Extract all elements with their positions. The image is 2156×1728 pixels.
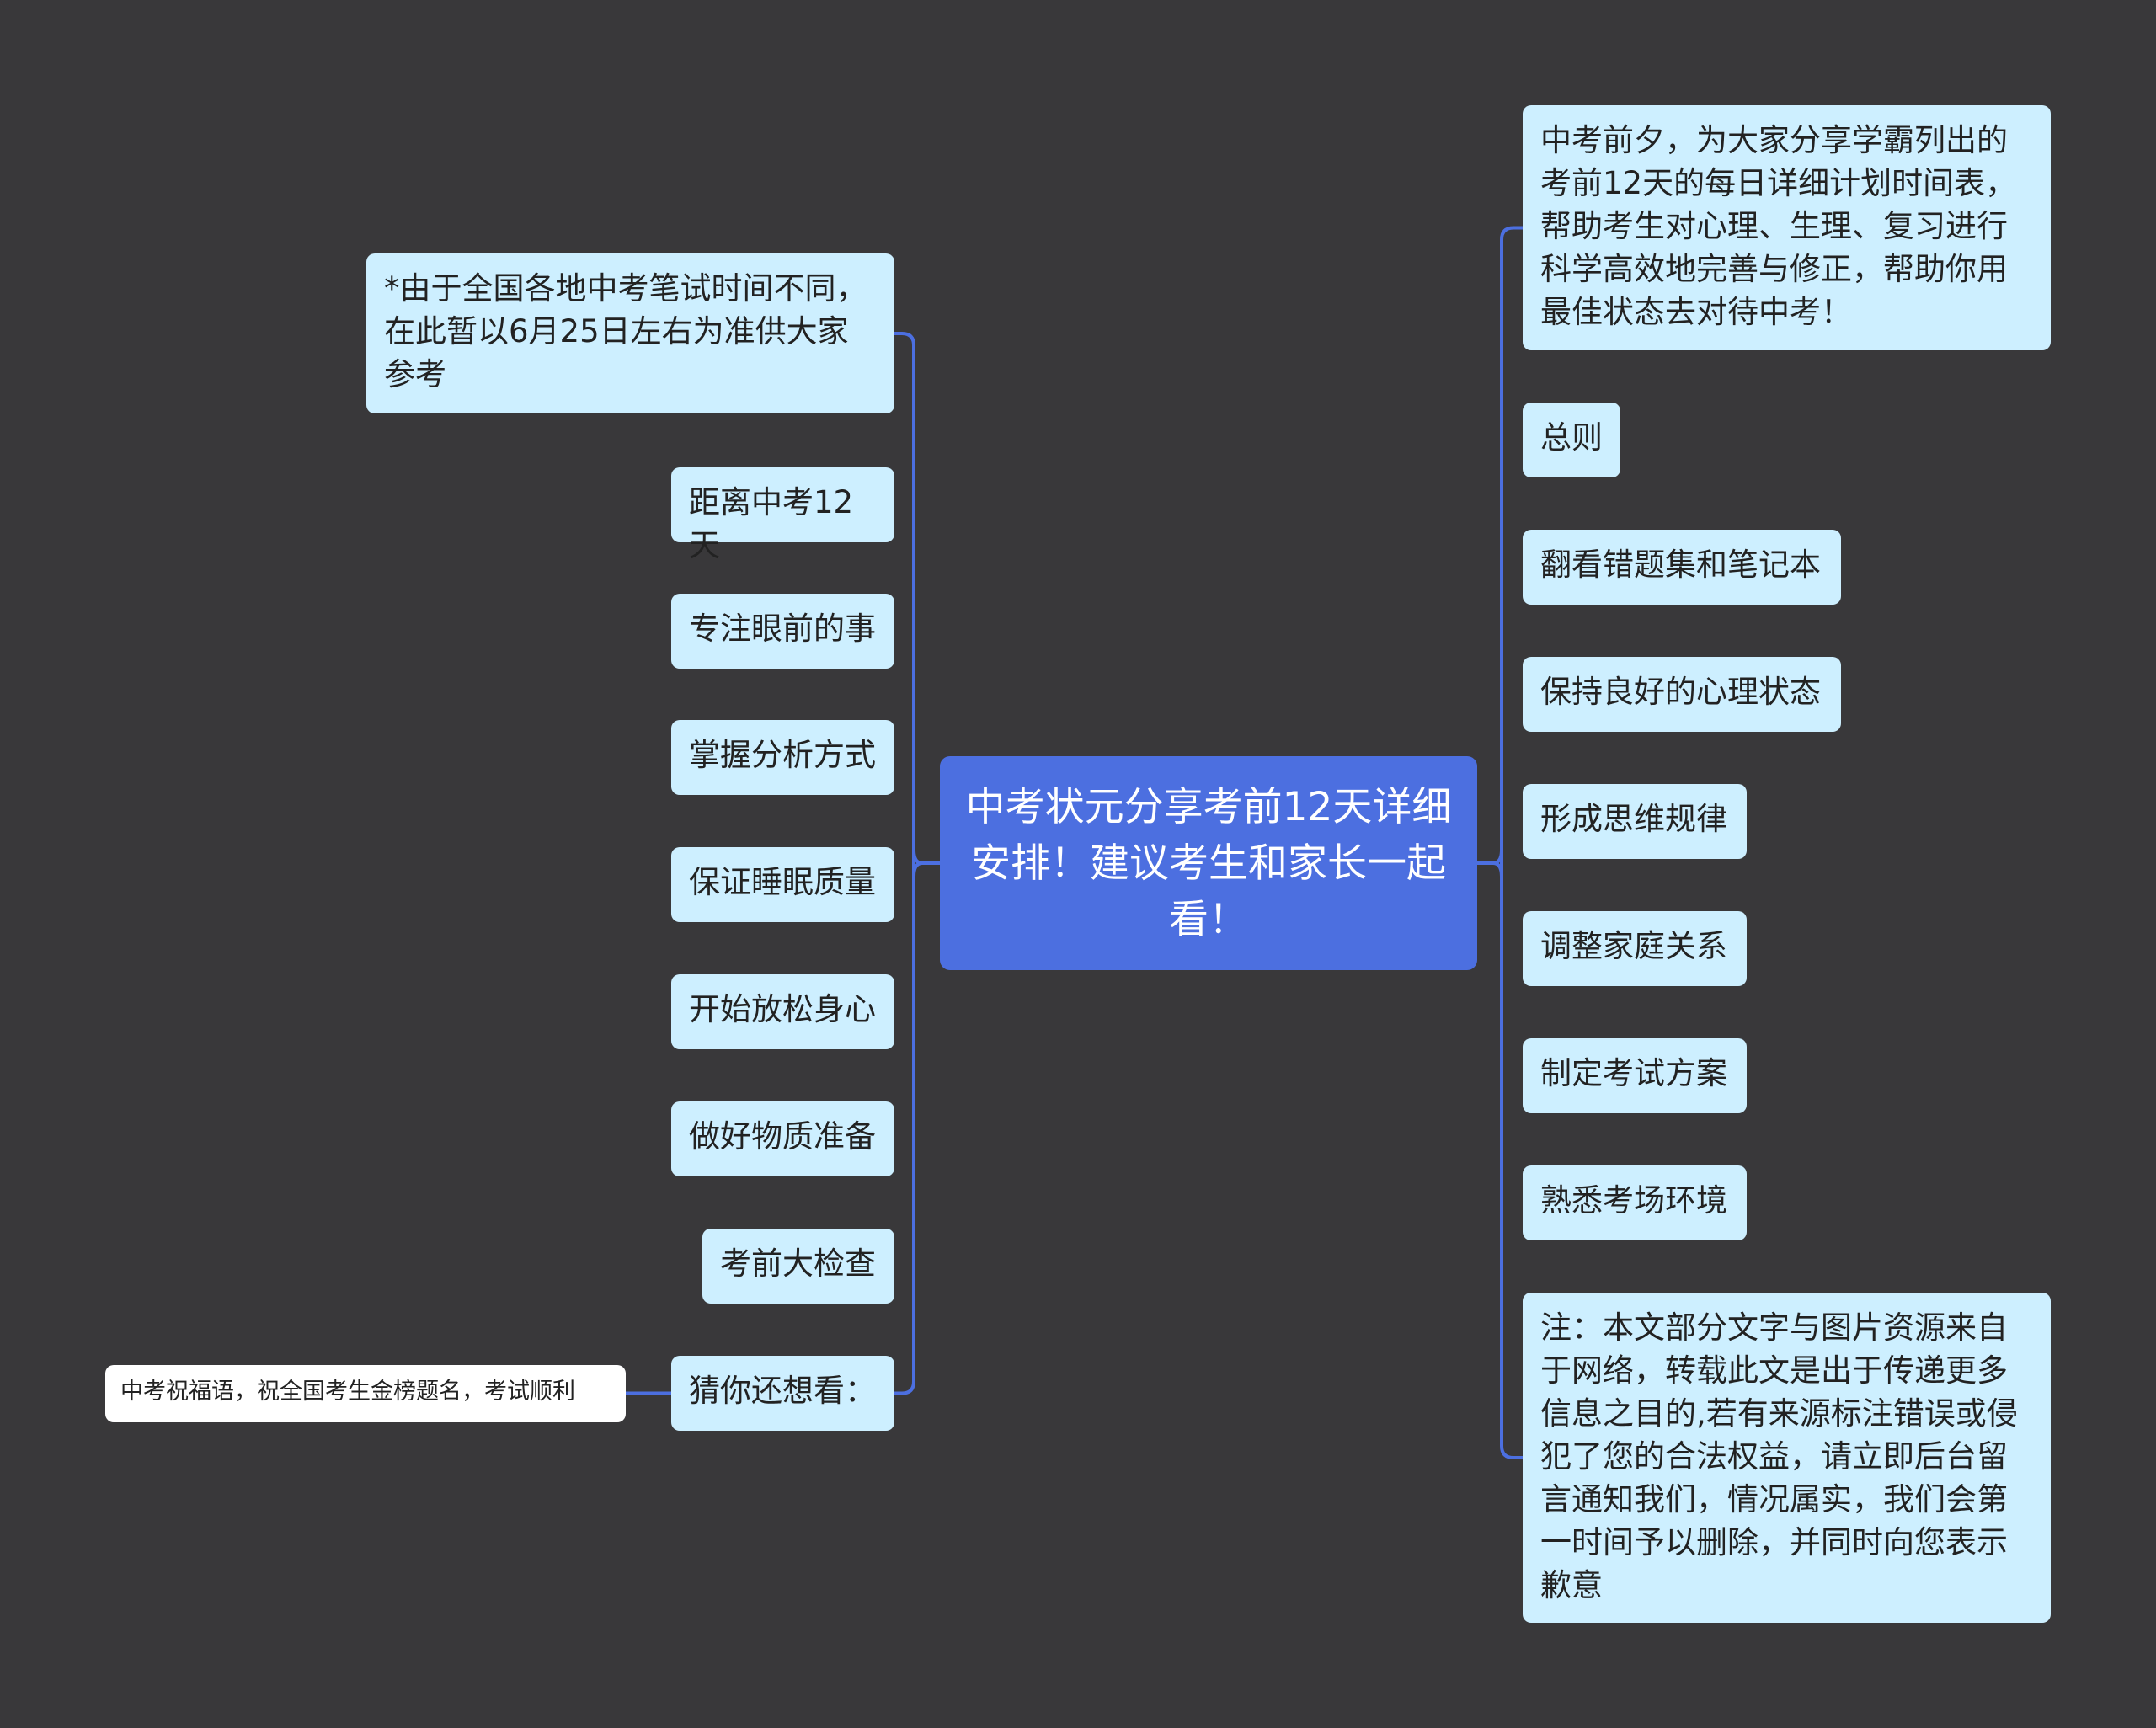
right-node-general[interactable]: 总则: [1523, 403, 1620, 477]
right-node-intro[interactable]: 中考前夕，为大家分享学霸列出的考前12天的每日详细计划时间表，帮助考生对心理、生…: [1523, 105, 2051, 350]
leaf-blessing-link[interactable]: 中考祝福语，祝全国考生金榜题名，考试顺利: [105, 1365, 626, 1422]
left-node-focus[interactable]: 专注眼前的事: [671, 594, 894, 669]
left-node-12-days[interactable]: 距离中考12天: [671, 467, 894, 563]
right-bracket-join: [1476, 848, 1503, 865]
right-node-mindset[interactable]: 保持良好的心理状态: [1523, 657, 1841, 732]
right-node-thinking[interactable]: 形成思维规律: [1523, 784, 1747, 859]
left-node-note[interactable]: *由于全国各地中考笔试时间不同，在此暂以6月25日左右为准供大家参考: [366, 253, 894, 413]
right-node-disclaimer[interactable]: 注：本文部分文字与图片资源来自于网络，转载此文是出于传递更多信息之目的,若有来源…: [1523, 1293, 2051, 1623]
right-node-notebook[interactable]: 翻看错题集和笔记本: [1523, 530, 1841, 605]
center-topic[interactable]: 中考状元分享考前12天详细安排！建议考生和家长一起看！: [940, 756, 1477, 970]
left-node-more[interactable]: 猜你还想看：: [671, 1356, 894, 1431]
right-node-family[interactable]: 调整家庭关系: [1523, 911, 1747, 986]
left-bracket-join: [912, 848, 942, 865]
center-topic-text: 中考状元分享考前12天详细安排！建议考生和家长一起看！: [965, 783, 1452, 943]
right-node-venue[interactable]: 熟悉考场环境: [1523, 1165, 1747, 1240]
left-node-check[interactable]: 考前大检查: [702, 1229, 894, 1304]
left-bracket-join-lower: [912, 861, 924, 878]
right-bracket-join-lower: [1492, 861, 1503, 878]
right-bracket: [1500, 226, 1524, 1459]
left-bracket: [893, 332, 915, 1395]
left-node-supplies[interactable]: 做好物质准备: [671, 1101, 894, 1176]
left-node-sleep[interactable]: 保证睡眠质量: [671, 847, 894, 922]
left-node-relax[interactable]: 开始放松身心: [671, 974, 894, 1049]
left-node-analysis[interactable]: 掌握分析方式: [671, 720, 894, 795]
right-node-plan[interactable]: 制定考试方案: [1523, 1038, 1747, 1113]
